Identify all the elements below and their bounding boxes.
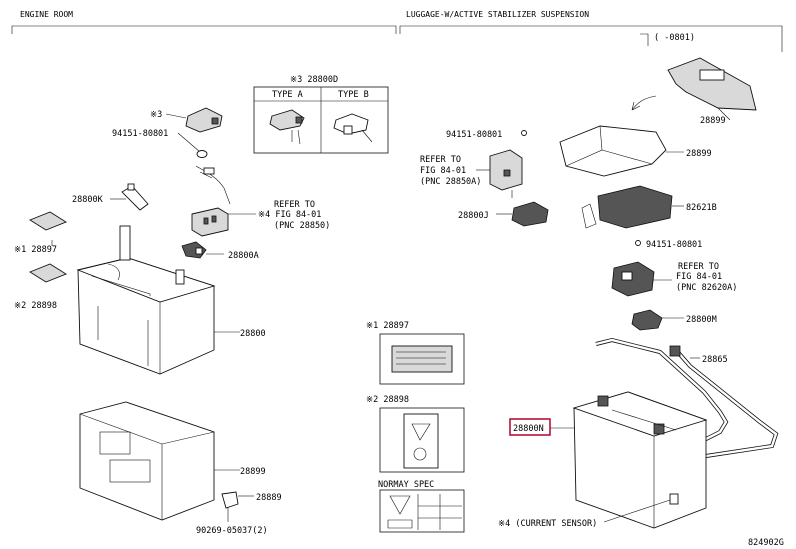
current-sensor-label: ※4 (CURRENT SENSOR): [498, 519, 597, 529]
leader-28899-r1: [717, 107, 731, 121]
battery-tray-28899: [79, 401, 215, 521]
callout-28800K: 28800K: [72, 195, 104, 205]
battery-28800: [76, 225, 216, 375]
relay-block-82620a: [611, 261, 655, 297]
callout-28800D: ※3 28800D: [290, 75, 338, 85]
callout-28899-left: 28899: [240, 467, 266, 477]
cover-lower-28899: [559, 125, 667, 177]
nut-r1: [521, 130, 527, 136]
label-28898-box: [379, 407, 465, 473]
nut-left: [196, 150, 208, 158]
callout-28898-left: ※2 28898: [14, 301, 57, 311]
callout-28897-center: ※1 28897: [366, 321, 409, 331]
section-bracket-engine-room: [11, 25, 397, 34]
battery-clamp-wire: [195, 165, 231, 205]
refer-82620a-line1: REFER TO: [678, 262, 719, 272]
refer-28850-line3: (PNC 28850): [274, 221, 330, 231]
callout-94151-r1: 94151-80801: [446, 130, 502, 140]
battery-28800N: [572, 391, 708, 529]
callout-28899-r2: 28899: [686, 149, 712, 159]
label-sticker-28897: [29, 211, 67, 231]
leader-current-sensor: [603, 499, 671, 523]
cover-82621B: [581, 185, 673, 229]
bracket-28889: [221, 491, 239, 522]
nut-r2: [635, 240, 641, 246]
date-range-label: ( -0801): [654, 33, 695, 43]
cover-upper-28899: [667, 57, 757, 111]
callout-28899-r1: 28899: [700, 116, 726, 126]
section-title-engine-room: ENGINE ROOM: [20, 10, 73, 19]
section-bracket-luggage: [399, 25, 783, 52]
fuse-box-connector: [191, 207, 229, 237]
refer-82620a-line3: (PNC 82620A): [676, 283, 737, 293]
callout-28865: 28865: [702, 355, 728, 365]
refer-28850a-line2: FIG 84-01: [420, 166, 466, 176]
label-sticker-28898: [29, 263, 67, 283]
section-title-luggage: LUGGAGE-W/ACTIVE STABILIZER SUSPENSION: [406, 10, 589, 19]
arrow-icon: [631, 95, 657, 111]
range-bracket: [640, 33, 649, 46]
positive-terminal-cover: [185, 107, 223, 133]
callout-90269: 90269-05037(2): [196, 526, 268, 536]
callout-94151-left: 94151-80801: [112, 129, 168, 139]
type-table: [253, 86, 389, 154]
terminal-cover-type-a: [269, 109, 305, 145]
negative-terminal-28800A: [181, 241, 207, 259]
terminal-cover-type-b: [333, 113, 373, 143]
callout-28800M: 28800M: [686, 315, 717, 325]
callout-28898-center: ※2 28898: [366, 395, 409, 405]
callout-28800: 28800: [240, 329, 266, 339]
callout-94151-r2: 94151-80801: [646, 240, 702, 250]
callout-mark-3: ※3: [150, 110, 162, 120]
callout-28800N: 28800N: [513, 424, 544, 434]
callout-28800A: 28800A: [228, 251, 259, 261]
refer-28850a-line3: (PNC 28850A): [420, 177, 481, 187]
figure-id: 824902G: [748, 538, 784, 548]
callout-28889: 28889: [256, 493, 282, 503]
hold-down-clamp: [121, 183, 149, 211]
highlight-28800N: [509, 418, 551, 436]
terminal-28800M: [631, 309, 663, 331]
terminal-28800J: [511, 201, 549, 227]
leader-94151-left: [177, 132, 201, 153]
fuse-block-28850a: [489, 149, 523, 198]
leader-3: [165, 113, 187, 119]
callout-28897-left: ※1 28897: [14, 245, 57, 255]
callout-28800J: 28800J: [458, 211, 489, 221]
refer-82620a-line2: FIG 84-01: [676, 272, 722, 282]
normay-spec-box: [379, 489, 465, 533]
refer-28850-line1: REFER TO: [274, 200, 315, 210]
normay-spec-label: NORMAY SPEC: [378, 480, 434, 490]
callout-82621B: 82621B: [686, 203, 717, 213]
refer-28850a-line1: REFER TO: [420, 155, 461, 165]
label-28897-box: [379, 333, 465, 385]
current-sensor: [669, 493, 679, 505]
type-b-label: TYPE B: [338, 90, 369, 100]
refer-28850-line2: ※4 FIG 84-01: [258, 210, 321, 220]
type-a-label: TYPE A: [272, 90, 303, 100]
